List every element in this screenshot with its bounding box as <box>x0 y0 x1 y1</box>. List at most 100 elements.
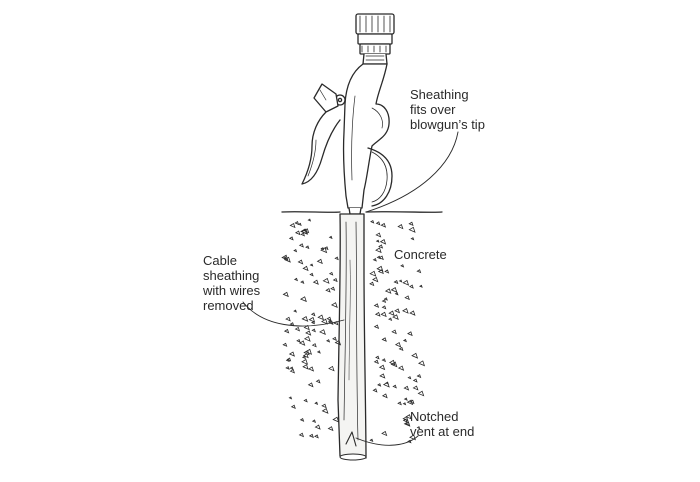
concrete-speck <box>401 265 404 267</box>
concrete-speck <box>302 360 307 365</box>
ground-surface-line <box>282 212 442 213</box>
concrete-speck <box>283 292 288 296</box>
concrete-speck <box>405 296 409 299</box>
concrete-speck <box>289 397 291 399</box>
cable-sheathing-tube <box>338 214 366 460</box>
label-concrete: Concrete <box>394 247 447 262</box>
concrete-speck <box>375 360 379 363</box>
concrete-speck <box>313 344 316 347</box>
concrete-speck <box>329 366 334 370</box>
concrete-speck <box>300 341 305 345</box>
concrete-speck <box>312 313 315 316</box>
concrete-speck <box>326 289 330 292</box>
concrete-speck <box>320 330 325 335</box>
concrete-speck <box>314 280 319 284</box>
concrete-speck <box>392 288 397 293</box>
concrete-speck <box>398 225 403 229</box>
concrete-speck <box>385 270 388 273</box>
concrete-speck <box>403 403 405 405</box>
concrete-speck <box>301 233 304 236</box>
concrete-speck <box>310 434 313 437</box>
label-line: Notched <box>410 409 474 424</box>
concrete-speck <box>419 361 425 366</box>
concrete-speck <box>318 351 320 353</box>
concrete-speck <box>322 404 326 407</box>
concrete-speck <box>310 273 313 275</box>
concrete-speck <box>327 340 330 342</box>
concrete-speck <box>335 257 338 259</box>
concrete-speck <box>381 312 386 316</box>
concrete-speck <box>312 329 315 332</box>
concrete-speck <box>418 391 423 395</box>
blowgun <box>302 64 392 214</box>
concrete-speck <box>392 330 396 333</box>
leader-sheathing-fits <box>366 132 458 212</box>
concrete-speck <box>403 309 408 313</box>
concrete-speck <box>404 386 408 390</box>
concrete-speck <box>373 389 376 392</box>
concrete-speck <box>417 375 420 378</box>
concrete-speck <box>290 352 295 356</box>
concrete-speck <box>400 280 402 282</box>
concrete-speck <box>303 266 308 270</box>
concrete-speck <box>409 222 413 225</box>
concrete-speck <box>381 224 385 227</box>
concrete-speck <box>389 318 392 320</box>
concrete-speck <box>306 246 309 248</box>
concrete-speck <box>420 285 422 287</box>
concrete-speck <box>398 402 401 405</box>
concrete-speck <box>305 337 310 341</box>
label-line: Sheathing <box>410 87 485 102</box>
concrete-speck <box>417 270 420 273</box>
concrete-speck <box>374 259 377 261</box>
concrete-speck <box>394 281 397 284</box>
label-line: fits over <box>410 102 485 117</box>
concrete-speck <box>292 405 296 408</box>
concrete-speck <box>301 419 304 422</box>
concrete-speck <box>410 285 413 288</box>
concrete-speck <box>376 356 379 359</box>
concrete-speck <box>379 245 382 248</box>
concrete-speck <box>323 409 328 414</box>
concrete-speck <box>300 433 304 436</box>
concrete-speck <box>322 319 327 324</box>
concrete-speck <box>309 367 313 371</box>
concrete-speck <box>378 384 381 386</box>
label-line: Cable <box>203 253 260 268</box>
concrete-speck <box>331 287 334 290</box>
concrete-speck <box>405 398 407 400</box>
concrete-speck <box>323 278 328 283</box>
concrete-speck <box>315 425 320 429</box>
concrete-speck <box>315 402 317 404</box>
concrete-speck <box>330 272 333 275</box>
concrete-speck <box>297 340 300 342</box>
concrete-speck <box>310 264 312 266</box>
concrete-speck <box>298 260 302 264</box>
concrete-speck <box>413 386 417 390</box>
concrete-speck <box>304 399 307 401</box>
label-line: removed <box>203 298 260 313</box>
concrete-speck <box>296 327 300 330</box>
concrete-speck <box>414 379 417 382</box>
concrete-speck <box>290 367 293 369</box>
concrete-speck <box>409 227 415 232</box>
concrete-speck <box>380 374 385 378</box>
concrete-speck <box>370 282 374 285</box>
concrete-speck <box>329 320 331 322</box>
hose-coupler <box>356 14 394 64</box>
concrete-speck <box>371 221 374 223</box>
concrete-speck <box>303 365 308 369</box>
concrete-speck <box>382 338 386 341</box>
concrete-speck <box>404 339 406 341</box>
concrete-speck <box>334 279 337 282</box>
concrete-speck <box>380 365 385 369</box>
concrete-speck <box>290 224 295 228</box>
concrete-speck <box>376 222 379 225</box>
label-line: with wires <box>203 283 260 298</box>
concrete-speck <box>308 219 310 221</box>
concrete-speck <box>315 435 318 438</box>
label-line: Concrete <box>394 247 447 262</box>
concrete-speck <box>400 347 403 350</box>
label-cable-sheathing: Cable sheathing with wires removed <box>203 253 260 313</box>
concrete-speck <box>383 300 386 303</box>
